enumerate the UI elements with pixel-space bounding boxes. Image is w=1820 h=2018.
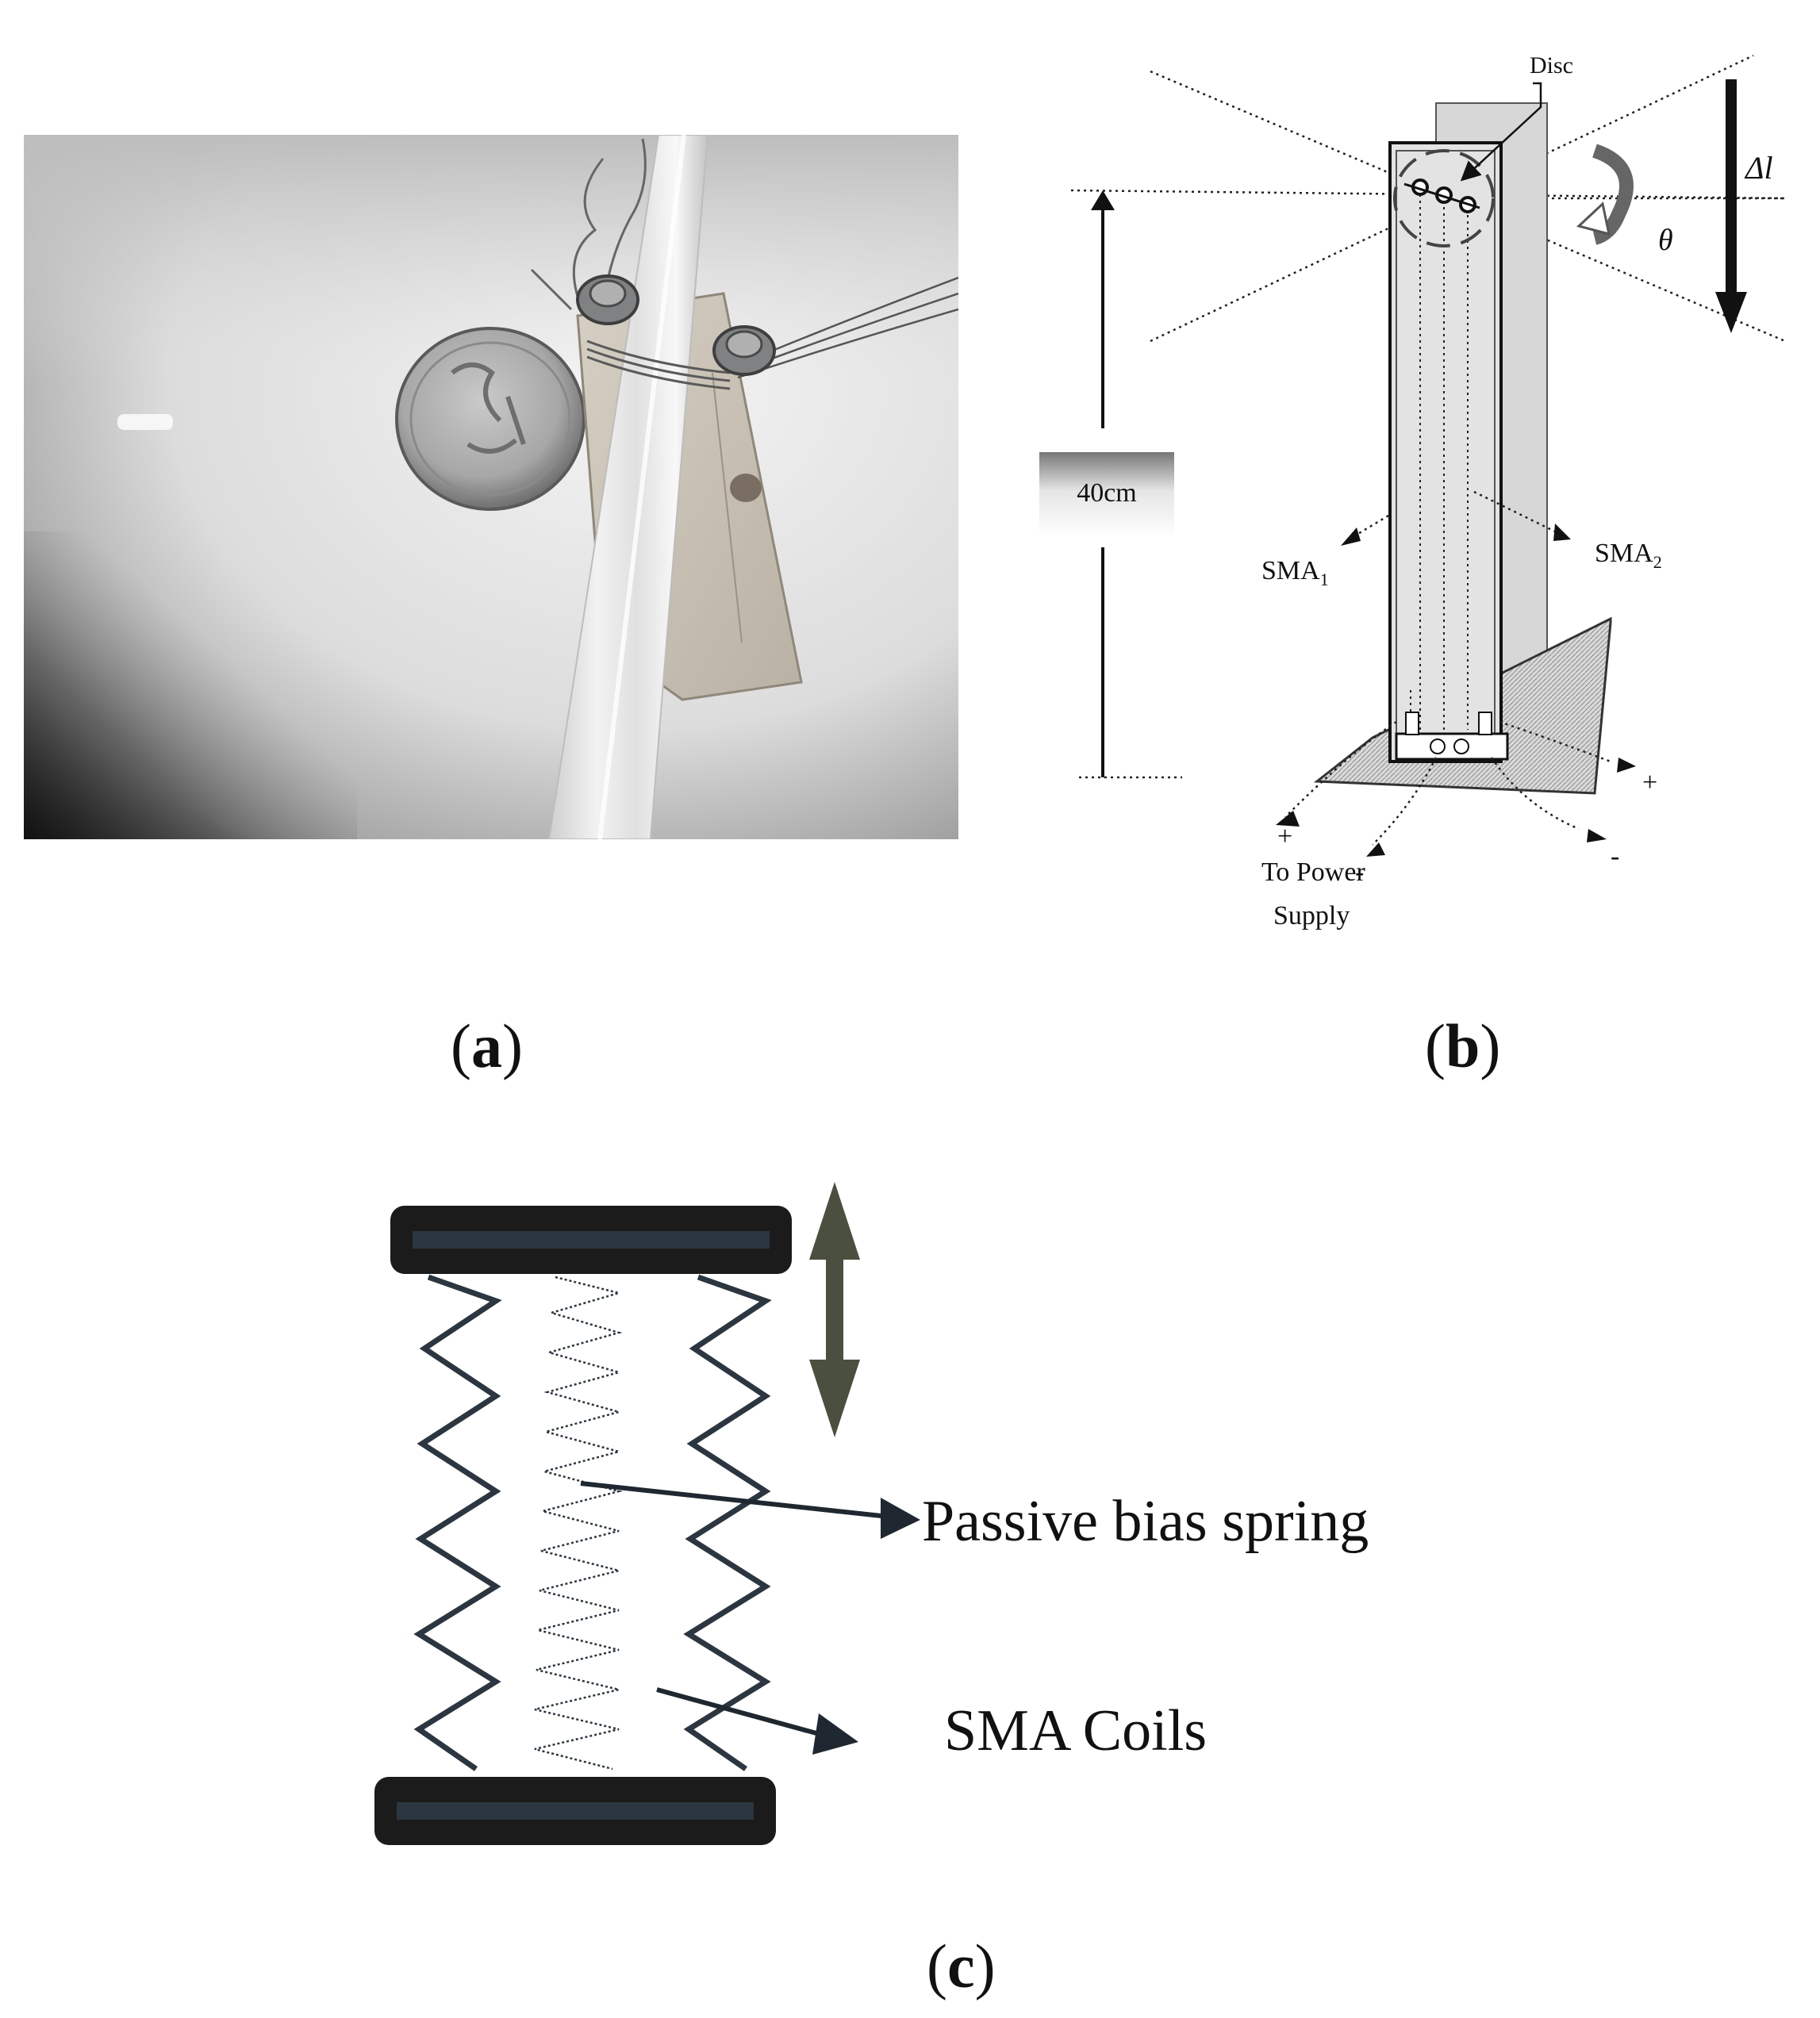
sma-coil-right — [683, 1274, 772, 1771]
sma-coil-left — [413, 1274, 502, 1771]
minus-left-label: - — [1355, 857, 1364, 887]
caption-c: (c) — [927, 1932, 996, 2001]
rotary-actuator-schematic: Disc Δl θ 40cm SMA1 SMA2 — [1039, 52, 1786, 930]
bias-spring-arrow — [881, 1498, 920, 1539]
plus-left-label: + — [1277, 822, 1292, 851]
nut-right — [712, 325, 776, 376]
passive-bias-spring — [534, 1276, 623, 1771]
photo-sma-actuator — [24, 134, 959, 840]
caption-a: (a) — [451, 1011, 523, 1080]
disc — [1393, 149, 1495, 247]
theta-label: θ — [1658, 224, 1673, 257]
height-label-box — [1039, 452, 1174, 538]
minus-right-label: - — [1611, 842, 1619, 871]
nut-left — [576, 274, 639, 325]
photo-panel-a — [24, 134, 959, 840]
height-label: 40cm — [1077, 478, 1137, 508]
spring-panel-c: Passive bias spring SMA Coils — [333, 1166, 1507, 1864]
column — [1388, 141, 1503, 763]
sma-coil-arrow — [812, 1713, 858, 1755]
sma-spring-diagram: Passive bias spring SMA Coils — [374, 1182, 1369, 1845]
delta-l-label: Δl — [1744, 150, 1773, 186]
sma2-label: SMA2 — [1595, 539, 1662, 572]
caption-b: (b) — [1425, 1011, 1501, 1080]
terminal-block — [1395, 732, 1509, 761]
schematic-panel-b: Disc Δl θ 40cm SMA1 SMA2 — [1023, 40, 1793, 952]
power-label-line2: Supply — [1273, 901, 1350, 930]
displacement-arrow — [809, 1182, 860, 1437]
bias-spring-label: Passive bias spring — [922, 1489, 1369, 1554]
power-label-line1: To Power — [1261, 857, 1365, 887]
disc-label: Disc — [1530, 52, 1573, 79]
sma-coils-label: SMA Coils — [944, 1698, 1207, 1763]
sma1-label: SMA1 — [1261, 556, 1329, 589]
plus-right-label: + — [1642, 768, 1657, 797]
height-arrow — [1091, 190, 1115, 210]
